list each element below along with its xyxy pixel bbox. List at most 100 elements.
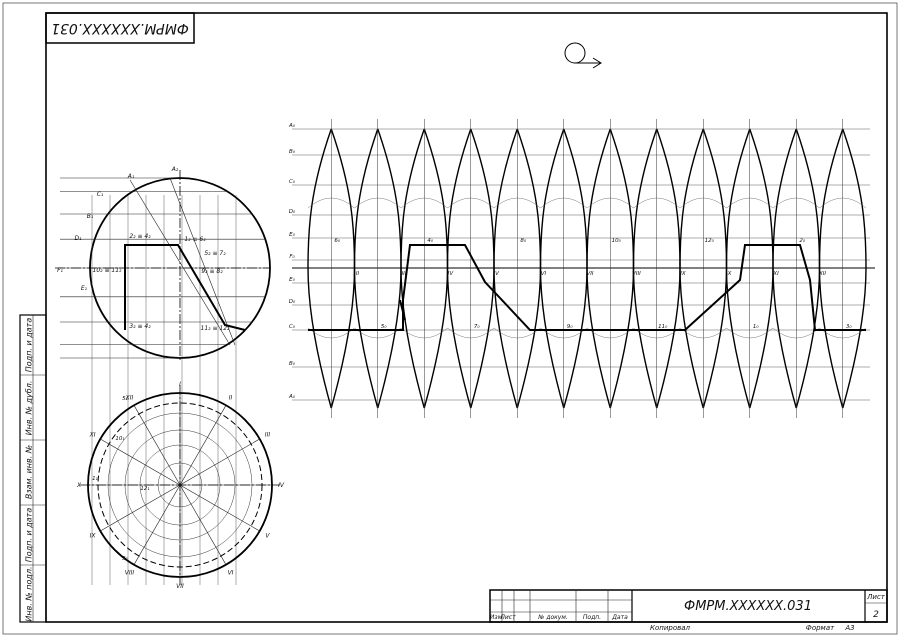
format-label: Формат bbox=[806, 624, 835, 632]
gore-edge-right bbox=[516, 128, 542, 409]
sphere-label: 2₂ ≡ 4₂ bbox=[129, 233, 151, 240]
gore-edge-right bbox=[842, 128, 867, 409]
sphere-label: 11₂ ≡ 12₂ bbox=[201, 325, 231, 332]
plan-meridian bbox=[100, 438, 181, 486]
sheet-number: 2 bbox=[873, 610, 879, 620]
gore-edge-left bbox=[539, 128, 565, 409]
strip-label-4: Подп. и дата bbox=[25, 508, 34, 563]
plan-roman-label: XI bbox=[89, 432, 96, 439]
title-block: Изм Лист № докум. Подп. Дата ФМРМ.XXXXXX… bbox=[489, 589, 888, 632]
gore-point-label: 8₀ bbox=[520, 238, 526, 244]
gore-edge-left bbox=[725, 128, 751, 409]
plan-meridian bbox=[133, 484, 181, 565]
strip-label-1: Подп. и дата bbox=[25, 318, 34, 373]
plan-roman-label: VI bbox=[228, 569, 234, 576]
gore-edge-left bbox=[679, 128, 704, 409]
plan-meridian bbox=[179, 484, 227, 565]
gore-construction-arc bbox=[726, 197, 774, 209]
gore-construction-arc bbox=[819, 197, 867, 209]
gore-edge-left bbox=[772, 128, 797, 409]
gore-construction-arc bbox=[400, 327, 448, 339]
gore-edge-right bbox=[563, 128, 588, 409]
gore-point-label: 6₀ bbox=[334, 238, 340, 244]
gore-edge-left bbox=[446, 128, 472, 409]
sphere-label: A₁ bbox=[127, 173, 135, 180]
gore-level-label: B₀ bbox=[289, 149, 296, 155]
gore-edge-left bbox=[493, 128, 518, 409]
cut-path bbox=[124, 244, 246, 331]
gore-construction-arc bbox=[772, 197, 820, 209]
gore-construction-arc bbox=[726, 327, 774, 339]
header-dokum: № докум. bbox=[537, 614, 568, 621]
gore-construction-arc bbox=[354, 197, 402, 209]
gore-construction-arc bbox=[447, 197, 495, 209]
gore-edge-right bbox=[423, 128, 449, 409]
gore-level-label: D₀ bbox=[289, 299, 296, 305]
gore-roman-label: III bbox=[402, 271, 407, 277]
gore-edge-left bbox=[307, 128, 332, 409]
gore-roman-label: VII bbox=[586, 271, 593, 277]
construction-line bbox=[129, 179, 231, 346]
plan-point-label: 5₁ bbox=[122, 396, 128, 402]
sphere-label: B₁ bbox=[87, 213, 94, 220]
sphere-label: 5₂ ≡ 7₂ bbox=[204, 250, 226, 257]
top-code-text: ФМРМ.XXXXXX.031 bbox=[51, 20, 189, 36]
top-code-box bbox=[45, 12, 195, 44]
gore-roman-label: IX bbox=[680, 271, 686, 277]
gore-edge-left bbox=[632, 128, 658, 409]
gore-construction-arc bbox=[400, 197, 448, 209]
sphere-label: C₁ bbox=[97, 191, 104, 198]
plan-roman-label: XII bbox=[125, 395, 134, 402]
gore-edge-left bbox=[818, 128, 844, 409]
plan-meridian bbox=[100, 484, 181, 532]
gore-edge-left bbox=[353, 128, 379, 409]
plan-point-label: 12₁ bbox=[140, 486, 149, 492]
gore-edge-right bbox=[656, 128, 681, 409]
plan-point-label: 3₁ bbox=[122, 556, 128, 562]
gore-edge-right bbox=[609, 128, 635, 409]
sphere-label: D₁ bbox=[74, 235, 82, 242]
header-izm: Изм bbox=[490, 614, 503, 621]
left-strip: Подп. и дата Инв. № дубл. Взам. инв. № П… bbox=[19, 314, 47, 623]
gore-edge-left bbox=[400, 128, 425, 409]
gore-edge-right bbox=[330, 128, 356, 409]
plan-roman-label: V bbox=[265, 533, 270, 540]
plan-point-label: 10₁ bbox=[115, 436, 124, 442]
plan-roman-label: IV bbox=[278, 482, 285, 489]
gore-level-label: A₀ bbox=[288, 394, 296, 400]
sphere-label: 9₂ ≡ 8₂ bbox=[201, 268, 223, 275]
gore-point-label: 1₀ bbox=[753, 324, 759, 330]
sphere-label: A₂ bbox=[171, 166, 179, 173]
header-data: Дата bbox=[611, 614, 628, 621]
gore-level-label: F₀ bbox=[289, 254, 295, 260]
sheet-label: Лист bbox=[866, 593, 886, 601]
gore-level-label: E₀ bbox=[289, 277, 295, 283]
gore-point-label: 5₀ bbox=[381, 324, 387, 330]
plan-roman-label: VIII bbox=[125, 569, 135, 576]
strip-label-2: Инв. № дубл. bbox=[25, 381, 34, 436]
strip-label-5: Инв. № подл. bbox=[25, 566, 34, 621]
gore-level-label: A₀ bbox=[288, 123, 296, 129]
gore-point-label: 11₀ bbox=[658, 324, 668, 330]
gore-construction-arc bbox=[633, 197, 681, 209]
gore-edge-left bbox=[586, 128, 611, 409]
gore-roman-label: II bbox=[356, 271, 360, 277]
gore-point-label: 3₀ bbox=[846, 324, 852, 330]
doc-code: ФМРМ.XXXXXX.031 bbox=[684, 599, 812, 614]
gore-level-label: B₀ bbox=[289, 361, 296, 367]
gore-construction-arc bbox=[586, 197, 634, 209]
gore-roman-label: V bbox=[495, 271, 500, 277]
gore-point-label: 9₀ bbox=[567, 324, 573, 330]
gore-roman-label: VIII bbox=[632, 271, 641, 277]
intersection-path-detail bbox=[399, 299, 406, 321]
plan-roman-label: II bbox=[229, 395, 233, 402]
gore-level-label: C₀ bbox=[289, 179, 296, 185]
gore-roman-label: XII bbox=[818, 271, 826, 277]
header-podp: Подп. bbox=[583, 614, 601, 621]
gore-edge-right bbox=[795, 128, 821, 409]
format-value: A3 bbox=[844, 624, 854, 632]
plan-roman-label: I bbox=[179, 381, 181, 388]
gore-construction-arc bbox=[447, 327, 495, 339]
